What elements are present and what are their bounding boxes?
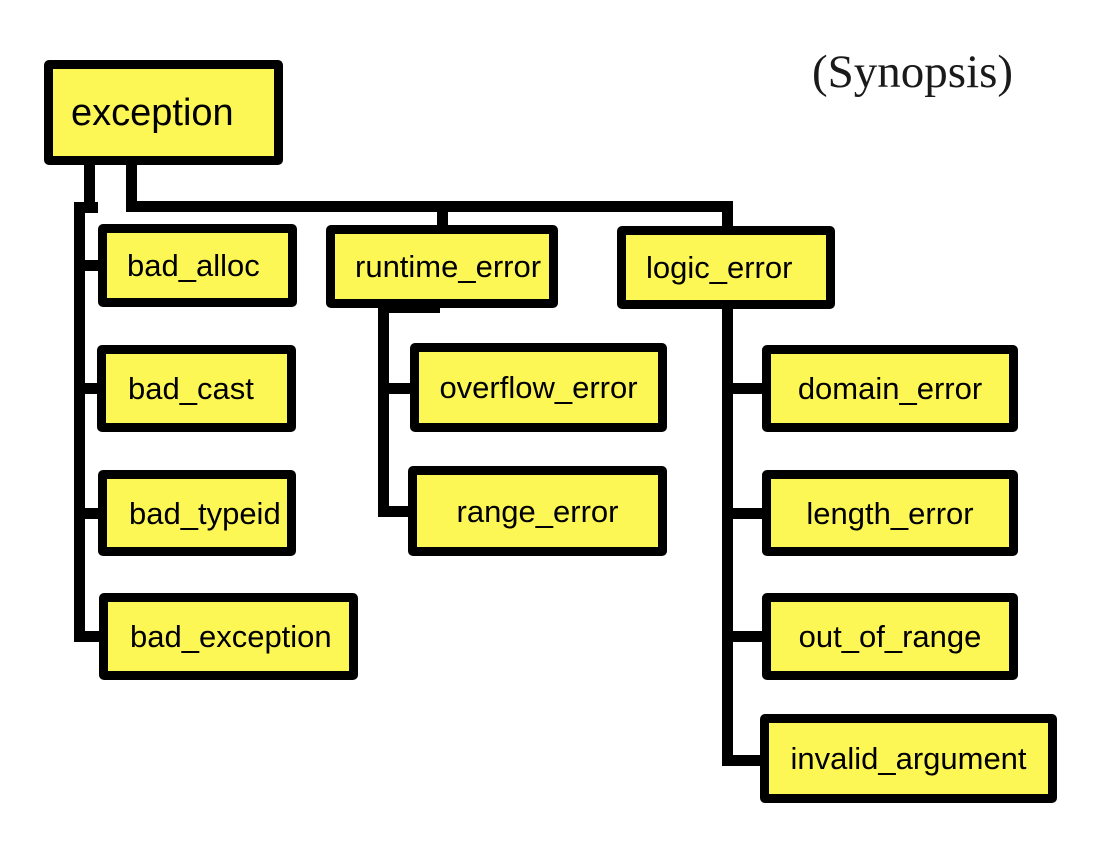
node-range-error[interactable]: range_error [408,466,667,556]
edge-left-trunk [74,202,85,642]
edge-stub-bad-cast [74,383,104,394]
edge-stub-overflow-error [378,383,416,394]
edge-stub-bad-alloc [74,260,104,271]
node-label: bad_typeid [129,495,281,531]
node-bad-exception[interactable]: bad_exception [99,593,358,680]
edge-stub-domain-error [722,383,767,394]
edge-drop-runtime-error [437,201,448,231]
edge-stub-out-of-range [722,631,767,642]
node-length-error[interactable]: length_error [762,470,1018,556]
node-bad-alloc[interactable]: bad_alloc [98,224,297,307]
node-label: overflow_error [439,370,638,405]
node-runtime-error[interactable]: runtime_error [326,225,558,308]
edge-runtime-trunk [378,302,389,517]
node-label: out_of_range [798,619,982,654]
node-invalid-argument[interactable]: invalid_argument [760,714,1057,803]
node-bad-cast[interactable]: bad_cast [97,345,296,432]
edge-stub-length-error [722,508,767,519]
diagram-title: (Synopsis) [812,46,1014,98]
node-label: exception [71,91,234,134]
node-label: range_error [456,493,619,529]
edge-drop-logic-error [722,201,733,233]
node-label: logic_error [646,250,793,285]
edge-stub-range-error [378,506,416,517]
node-domain-error[interactable]: domain_error [762,345,1018,432]
node-label: invalid_argument [790,741,1027,776]
node-overflow-error[interactable]: overflow_error [410,343,667,432]
node-label: bad_cast [128,371,254,406]
edge-stub-bad-typeid [74,508,104,519]
node-label: runtime_error [355,249,542,284]
edge-root-left-stem [84,160,95,210]
edge-root-bus-stem [126,160,137,212]
node-label: length_error [806,495,974,531]
node-logic-error[interactable]: logic_error [617,226,835,309]
edge-logic-trunk [722,302,733,766]
node-bad-typeid[interactable]: bad_typeid [98,470,296,556]
node-exception[interactable]: exception [44,60,283,165]
node-label: bad_exception [130,619,332,654]
edge-root-bus [126,201,733,212]
edge-stub-bad-exception [74,631,106,642]
node-label: domain_error [797,371,983,406]
edge-left-jog [74,202,98,213]
node-out-of-range[interactable]: out_of_range [762,593,1018,680]
edge-stub-invalid-argument [722,755,767,766]
node-label: bad_alloc [127,248,260,283]
